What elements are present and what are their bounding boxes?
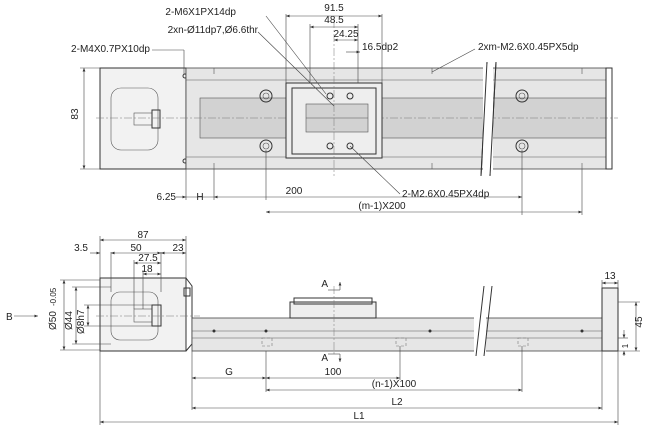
hidden-holes-side: [261, 337, 529, 347]
dim-13: 13: [604, 271, 616, 282]
rail-body-side: [191, 317, 603, 352]
dim-27-5: 27.5: [138, 253, 158, 264]
top-view: 2-M6X1PX14dp 2xn-Ø11dp7,Ø6.6thr 2-M4X0.7…: [70, 3, 618, 215]
dim-18: 18: [141, 264, 153, 275]
dim-l2: L2: [391, 397, 403, 408]
coupling-hub-side: [151, 304, 162, 327]
dim-48-5: 48.5: [324, 15, 344, 26]
callout-tap-m6: 2-M6X1PX14dp: [165, 7, 236, 18]
top-dimensions: [80, 14, 583, 215]
callout-tap-m26-slider: 2-M2.6X0.45PX4dp: [402, 189, 490, 200]
dim-50: 50: [130, 243, 142, 254]
motor-block-top: [99, 67, 187, 170]
side-right-dimensions: [601, 280, 640, 356]
section-a-top: A: [321, 279, 328, 290]
dim-200: 200: [286, 186, 303, 197]
dim-g: G: [225, 367, 233, 378]
dim-l1: L1: [353, 411, 365, 422]
side-view: B Ø50 -0.05 Ø44 Ø8h7: [6, 230, 645, 425]
dim-23: 23: [172, 243, 184, 254]
dim-m-pitch: (m-1)X200: [358, 201, 406, 212]
dim-1: 1: [621, 343, 630, 348]
break-mark-side: [475, 285, 493, 357]
view-label-b: B: [6, 312, 13, 323]
dim-3-5: 3.5: [74, 243, 88, 254]
callout-counterbore: 2xn-Ø11dp7,Ø6.6thr: [168, 25, 259, 36]
dim-6-25: 6.25: [157, 192, 177, 203]
dim-h: H: [196, 192, 203, 203]
coupling-hub-top: [151, 109, 161, 129]
dim-24-25: 24.25: [333, 29, 358, 40]
side-holes: [212, 329, 584, 333]
tapped-hole-marks: [213, 68, 583, 169]
dim-100: 100: [325, 367, 342, 378]
dim-16-5: 16.5dp2: [362, 42, 399, 53]
section-a-bottom: A: [321, 353, 328, 364]
slider-side: [289, 301, 377, 319]
dim-91-5: 91.5: [324, 3, 344, 14]
side-top-dimensions: [90, 236, 187, 309]
diameter-dimensions: [60, 279, 152, 351]
dim-45: 45: [634, 316, 645, 328]
dim-n-pitch: (n-1)X100: [372, 379, 417, 390]
rail-end-cap-top: [605, 67, 613, 170]
top-leaders: [152, 15, 476, 195]
dia-8: Ø8h7: [76, 309, 87, 334]
motor-window-top: [110, 87, 159, 151]
callout-tap-m26-rail: 2xm-M2.6X0.45PX5dp: [478, 42, 579, 53]
dim-87: 87: [137, 230, 149, 241]
rail-end-cap-side: [601, 287, 619, 352]
dia-50: Ø50: [48, 311, 59, 330]
callout-tap-m4: 2-M4X0.7PX10dp: [71, 44, 150, 55]
side-bottom-dimensions: [99, 346, 619, 425]
dim-83: 83: [70, 108, 81, 120]
dia-44: Ø44: [64, 311, 75, 330]
dia-50-tol: -0.05: [49, 287, 58, 306]
